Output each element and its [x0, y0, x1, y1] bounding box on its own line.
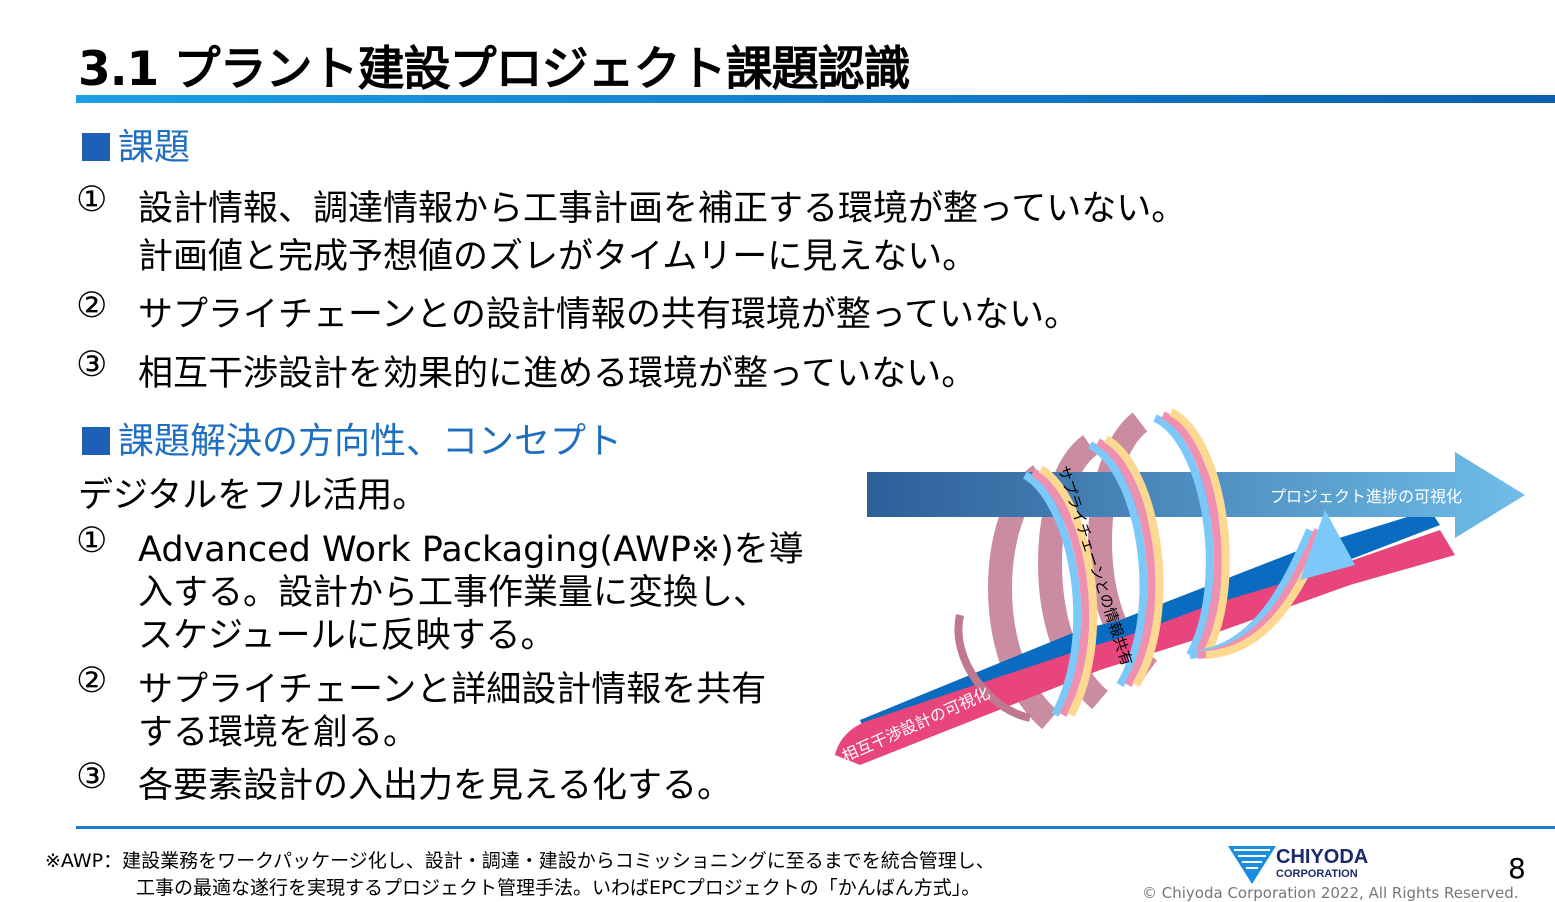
progress-arrow: [867, 452, 1525, 538]
section-heading-text: 課題: [118, 127, 191, 168]
item-text: 設計情報、調達情報から工事計画を補正する環境が整っていない。: [138, 189, 1187, 229]
item-number: ①: [76, 180, 108, 220]
page-number: 8: [1508, 852, 1526, 885]
item-number: ③: [76, 345, 108, 385]
page-title: 3.1 プラント建設プロジェクト課題認識: [78, 42, 911, 97]
item-text: 入する。設計から工事作業量に変換し、: [138, 573, 769, 613]
spiral-arrow-head: [1300, 510, 1355, 580]
item-text: 相互干渉設計を効果的に進める環境が整っていない。: [138, 354, 977, 394]
concept-diagram: プロジェクト進捗の可視化 サプライチェーンとの情報共有 相互干渉設計の可視化: [835, 408, 1525, 766]
title-divider: [76, 95, 1555, 103]
logo-name: CHIYODA: [1276, 846, 1369, 868]
item-number: ②: [76, 286, 108, 326]
item-text: Advanced Work Packaging(AWP※)を導: [138, 530, 804, 570]
item-number: ②: [76, 661, 108, 701]
item-text: 計画値と完成予想値のズレがタイムリーに見えない。: [138, 237, 978, 277]
section-heading-text: 課題解決の方向性、コンセプト: [118, 421, 623, 462]
section-heading-issues: 課題: [82, 118, 190, 170]
concept-intro: デジタルをフル活用。: [78, 476, 428, 516]
item-number: ①: [76, 521, 108, 561]
square-bullet-icon: [82, 133, 110, 161]
copyright: © Chiyoda Corporation 2022, All Rights R…: [1142, 884, 1519, 902]
progress-arrow-label: プロジェクト進捗の可視化: [1270, 487, 1462, 506]
item-text: サプライチェーンとの設計情報の共有環境が整っていない。: [138, 295, 1080, 335]
item-text: する環境を創る。: [138, 713, 419, 753]
item-text: サプライチェーンと詳細設計情報を共有: [138, 670, 767, 710]
square-bullet-icon: [82, 427, 110, 455]
logo-sub: CORPORATION: [1276, 868, 1358, 880]
chiyoda-logo-mark-icon: [1228, 846, 1276, 884]
footnote-line-1: ※AWP：建設業務をワークパッケージ化し、設計・調達・建設からコミッショニングに…: [45, 850, 995, 872]
item-number: ③: [76, 757, 108, 797]
item-text: スケジュールに反映する。: [138, 616, 556, 656]
section-heading-concept: 課題解決の方向性、コンセプト: [82, 412, 622, 464]
footer-divider: [76, 826, 1555, 829]
item-text: 各要素設計の入出力を見える化する。: [138, 766, 732, 806]
spiral-ribbon-front: [954, 408, 1330, 722]
footnote-line-2: 工事の最適な遂行を実現するプロジェクト管理手法。いわばEPCプロジェクトの「かん…: [136, 877, 981, 899]
